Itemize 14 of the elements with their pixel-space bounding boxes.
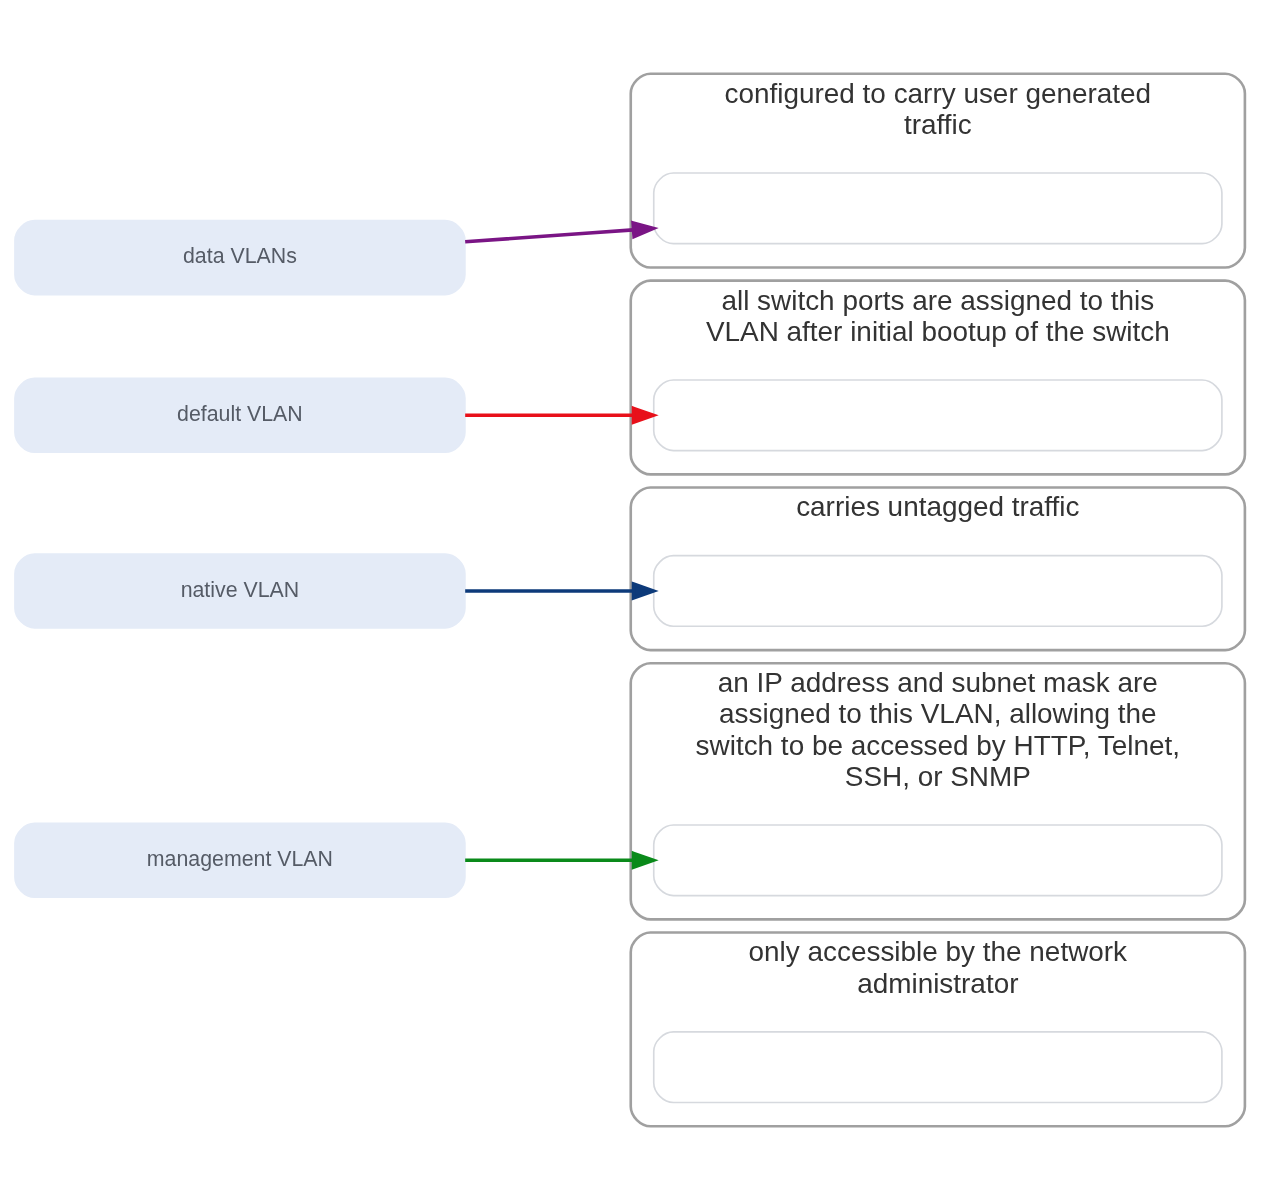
node-box: default VLAN — [14, 377, 466, 454]
cluster: only accessible by the network administrator — [629, 931, 1247, 1128]
node-box — [652, 379, 1223, 452]
arrow — [465, 405, 659, 425]
arrow — [465, 220, 659, 244]
arrow — [465, 850, 659, 870]
node-box: data VLANs — [14, 219, 466, 296]
node-box — [652, 554, 1223, 628]
node-box — [652, 172, 1223, 245]
node-box: native VLAN — [14, 553, 466, 629]
node-box — [652, 1031, 1223, 1104]
arrow — [465, 581, 659, 601]
node-box — [652, 824, 1223, 897]
node-box: management VLAN — [14, 822, 466, 899]
